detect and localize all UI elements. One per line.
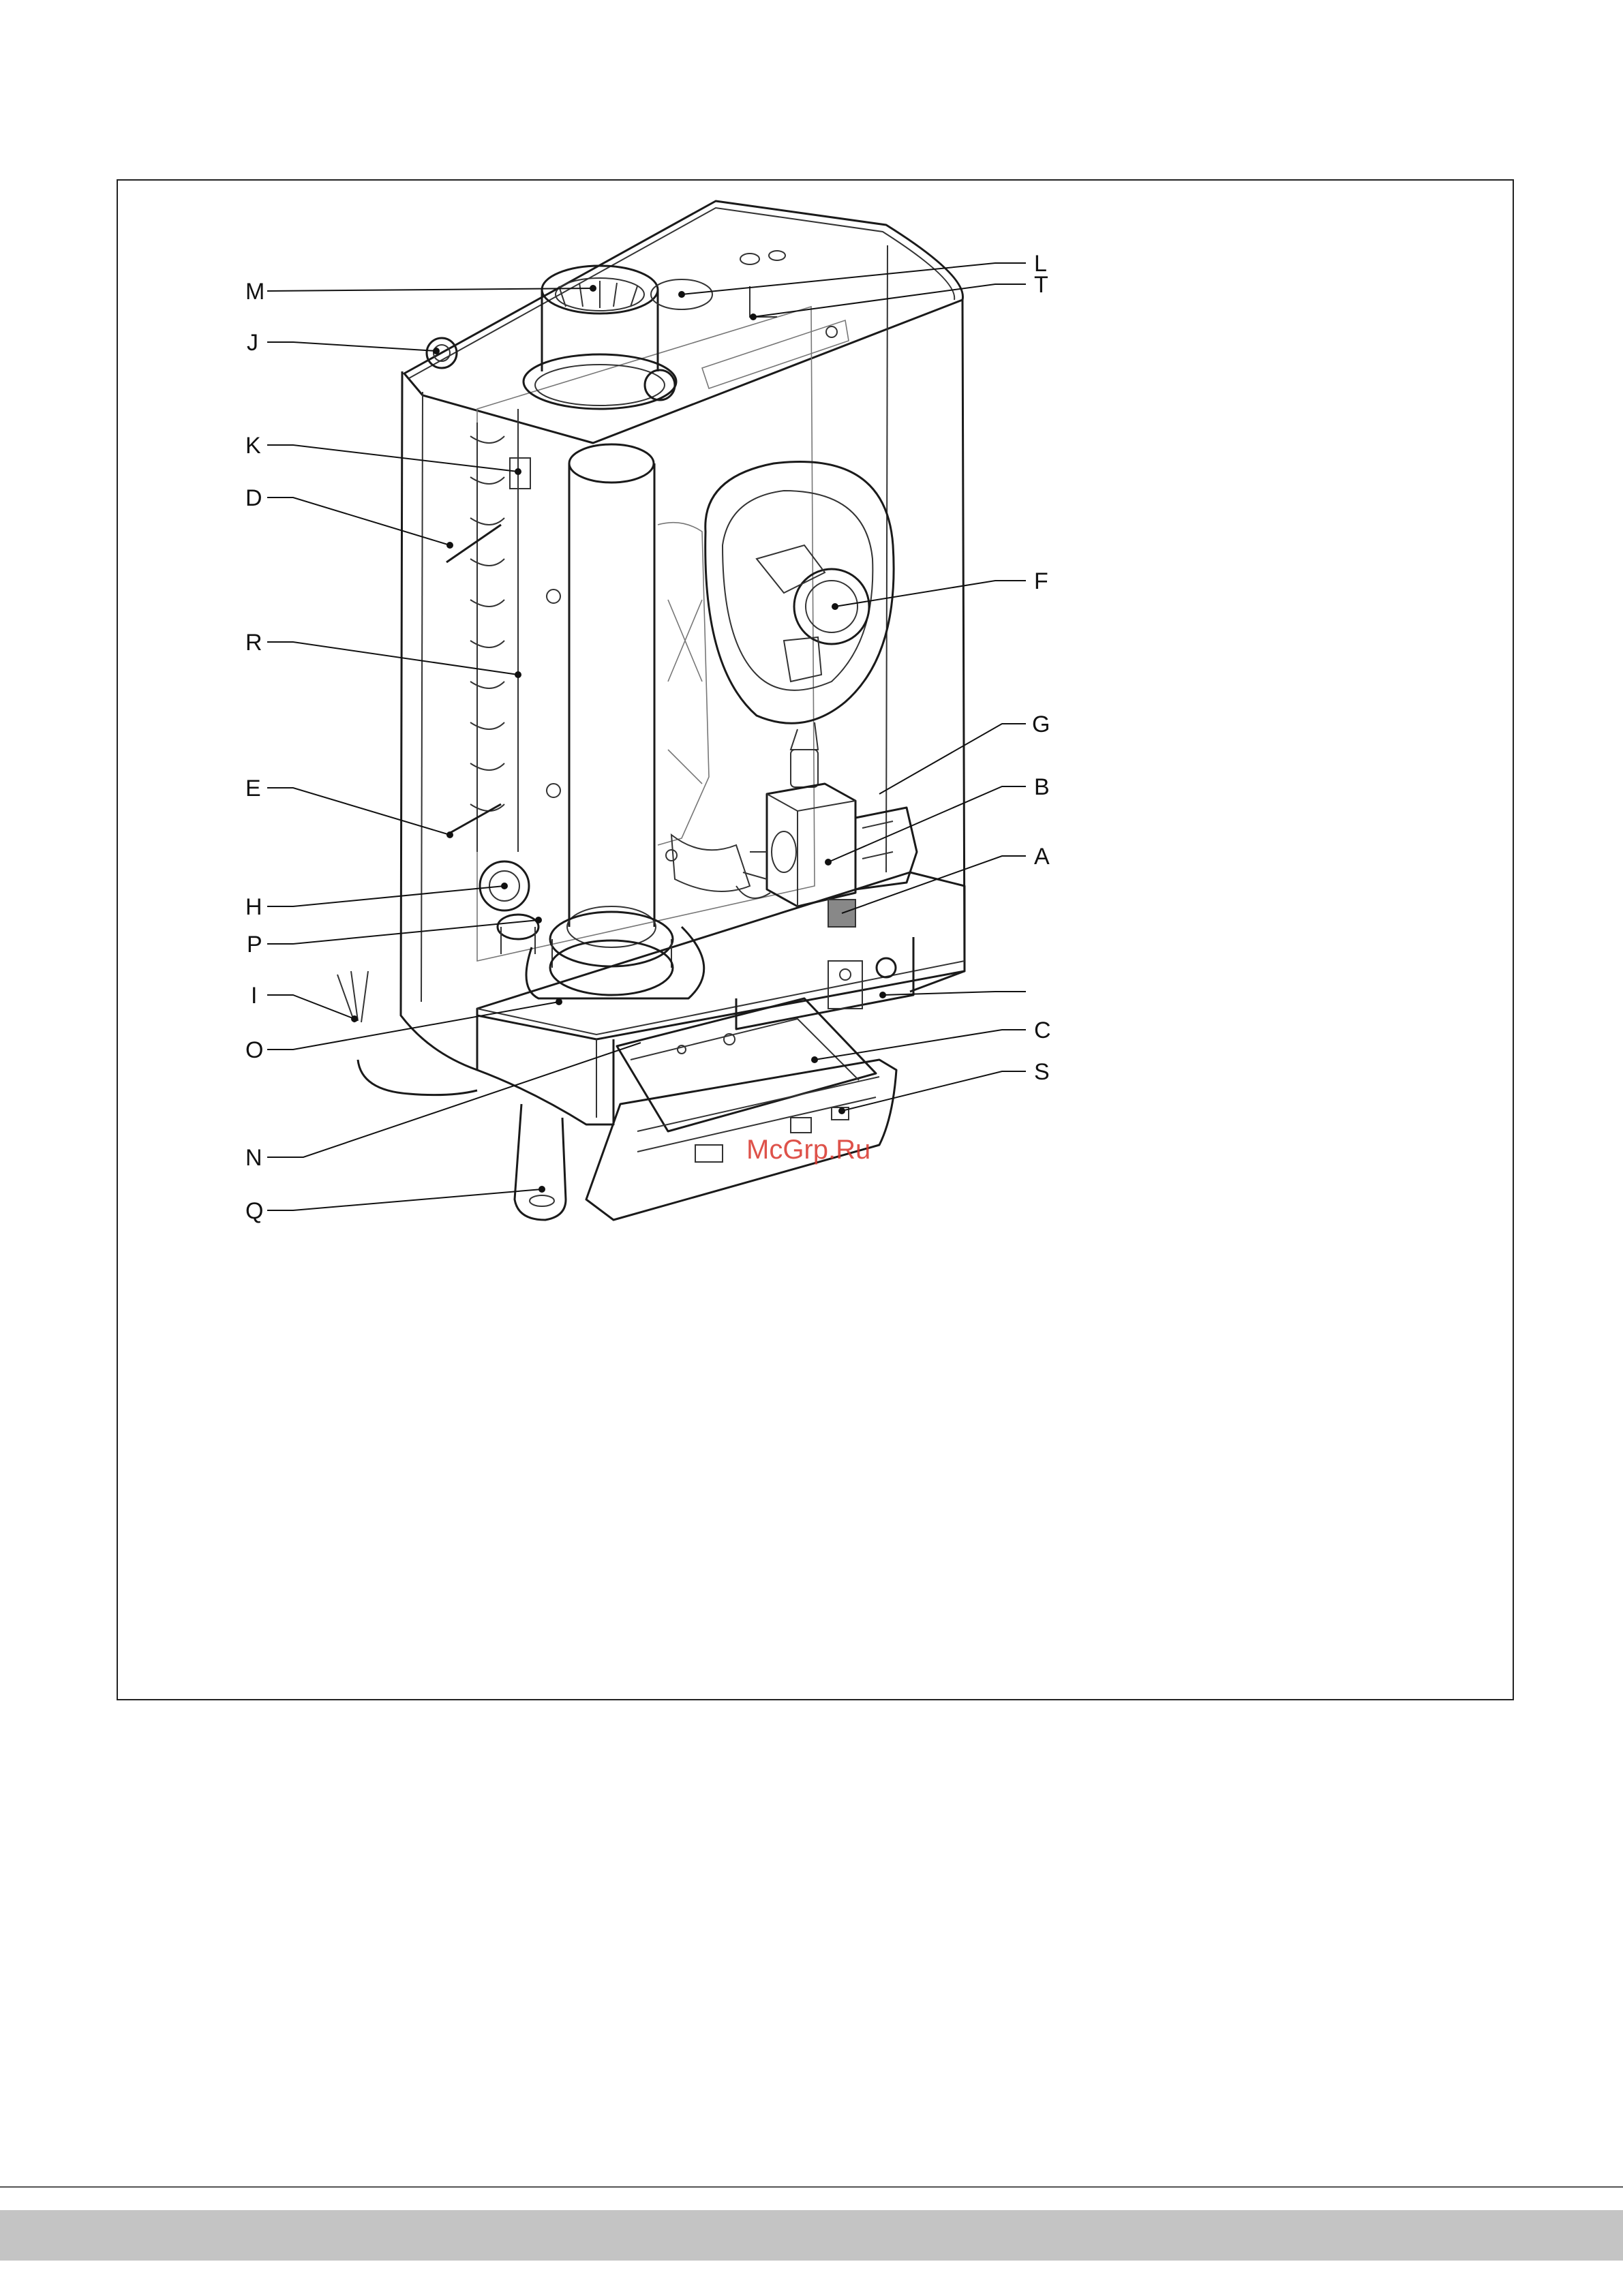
- watermark-text: McGrp.Ru: [746, 1135, 870, 1165]
- flue-outlet: [524, 266, 712, 409]
- callout-n: N: [245, 1145, 262, 1171]
- callout-m: M: [245, 279, 264, 305]
- callout-c: C: [1034, 1017, 1051, 1043]
- callout-i: I: [251, 983, 257, 1009]
- callout-a: A: [1034, 844, 1050, 870]
- callout-d: D: [245, 485, 262, 511]
- gas-valve: [736, 784, 917, 927]
- footer-band: [0, 2210, 1623, 2261]
- condensate-drain: [515, 1104, 566, 1220]
- callout-f: F: [1034, 568, 1048, 594]
- callout-o: O: [245, 1037, 263, 1063]
- callout-b: B: [1034, 774, 1050, 800]
- callout-p: P: [247, 932, 262, 958]
- callout-r: R: [245, 630, 262, 656]
- callout-k: K: [245, 433, 261, 459]
- footer-rule: [0, 2186, 1623, 2188]
- callout-g: G: [1032, 711, 1050, 737]
- heat-exchanger-tube: [526, 444, 704, 998]
- callout-t: T: [1034, 272, 1048, 298]
- callout-h: H: [245, 894, 262, 920]
- callout-q: Q: [245, 1198, 263, 1224]
- leader-lines: [267, 263, 1026, 1210]
- callout-s: S: [1034, 1059, 1050, 1085]
- top-right-fittings: [702, 251, 849, 388]
- combustion-chamber: [658, 523, 750, 891]
- fan-assembly: [706, 462, 894, 788]
- supply-cable: [337, 971, 477, 1095]
- callout-j: J: [247, 330, 258, 356]
- callout-e: E: [245, 776, 261, 801]
- boiler-casing: [401, 201, 965, 1124]
- water-circuit-left: [427, 338, 560, 954]
